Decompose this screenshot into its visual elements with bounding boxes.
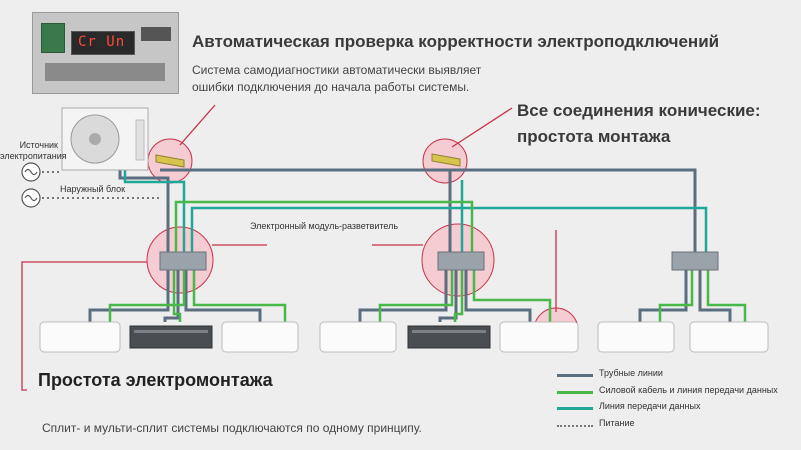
indoor-wall-unit (39, 321, 121, 353)
display-code: Cr Un (78, 34, 126, 50)
legend-swatch (557, 391, 593, 394)
data-lines (123, 165, 708, 255)
footer-note: Сплит- и мульти-сплит системы подключают… (42, 421, 422, 435)
legend-swatch (557, 374, 593, 377)
outdoor-unit-label: Наружный блок (60, 184, 126, 194)
indoor-wall-unit (499, 321, 579, 353)
splitter-box-1 (159, 251, 207, 271)
power-source-symbols (21, 162, 41, 208)
indoor-duct-unit (407, 325, 491, 349)
legend-swatch (557, 407, 593, 410)
page-title: Автоматическая проверка корректности эле… (192, 32, 720, 51)
outdoor-unit (61, 107, 149, 171)
legend-label: Питание (599, 418, 635, 428)
splitter-box-2 (437, 251, 485, 271)
display-panel: Cr Un (71, 31, 135, 55)
indoor-units (39, 321, 769, 353)
control-board-photo: Cr Un (32, 12, 179, 94)
power-source-label: Источник электропитания (0, 140, 67, 161)
pipe-lines (88, 165, 732, 322)
indoor-wall-unit (689, 321, 769, 353)
indoor-wall-unit (221, 321, 299, 353)
legend-label: Силовой кабель и линия передачи данных (599, 385, 778, 395)
page-subtitle: Система самодиагностики автоматически вы… (192, 63, 482, 94)
indoor-duct-units (129, 325, 491, 349)
indoor-wall-unit (597, 321, 675, 353)
legend-label: Трубные линии (599, 368, 663, 378)
splitter-module-label: Электронный модуль-разветвитель (250, 221, 399, 231)
conic-connectors (155, 153, 461, 168)
indoor-wall-unit (319, 321, 397, 353)
pointer-lines (21, 104, 557, 391)
splitters (159, 251, 719, 271)
conic-connector-2 (431, 153, 461, 167)
conic-connector-1 (155, 154, 185, 168)
legend-label: Линия передачи данных (599, 401, 701, 411)
conic-callout: Все соединения конические: простота монт… (517, 101, 761, 146)
splitter-box-3 (671, 251, 719, 271)
power-lines (42, 171, 160, 199)
wiring-title: Простота электромонтажа (38, 370, 273, 390)
legend-swatch (557, 425, 593, 427)
power-data-lines (108, 200, 747, 322)
indoor-duct-unit (129, 325, 213, 349)
